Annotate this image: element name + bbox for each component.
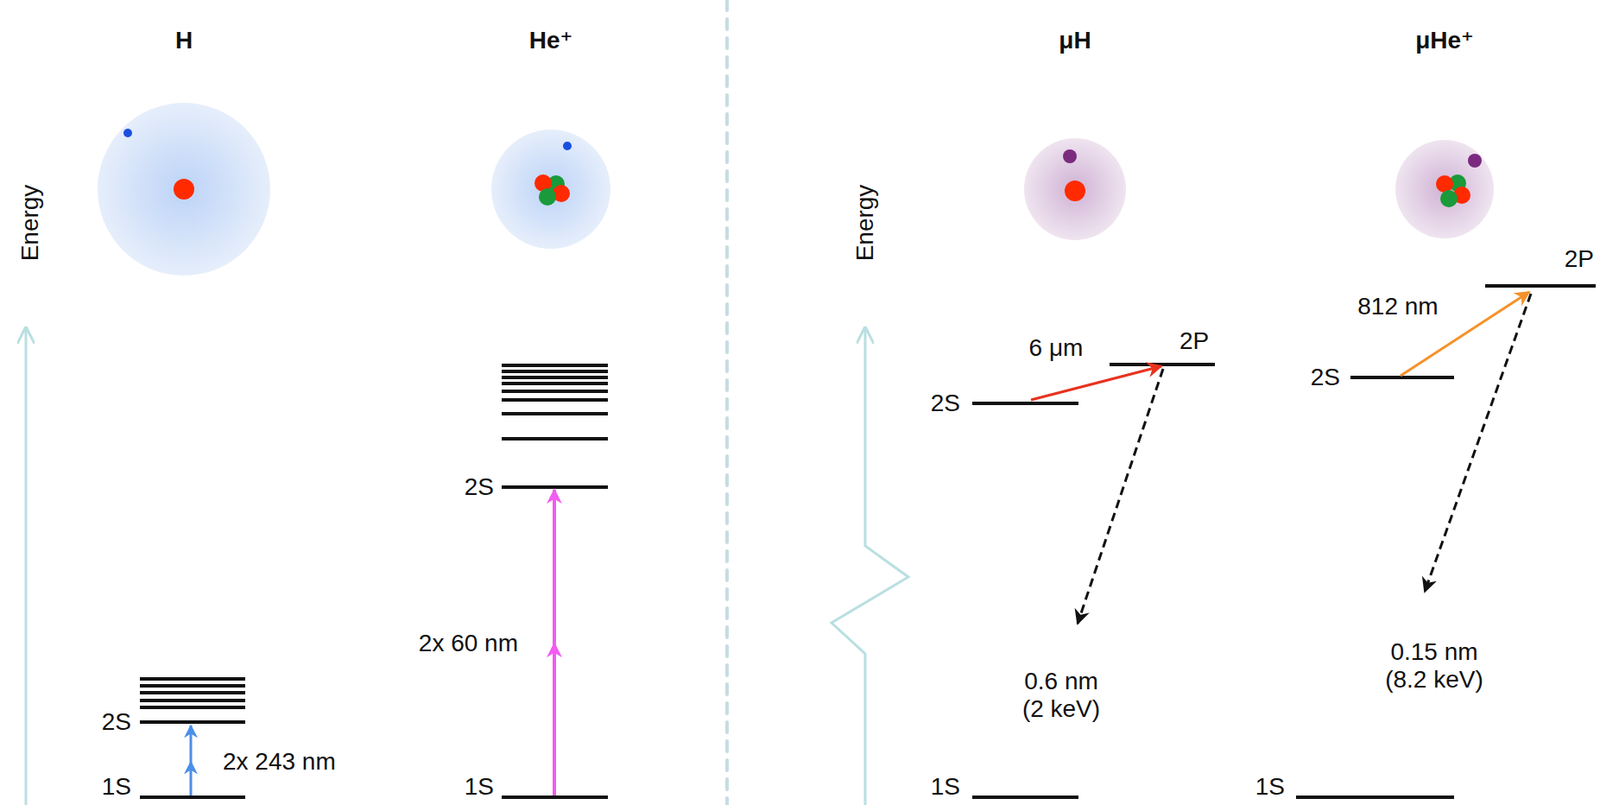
level-label: 2S xyxy=(464,473,494,501)
muon xyxy=(1467,153,1482,168)
level-label: 1S xyxy=(464,772,494,801)
energy-levels xyxy=(972,364,1215,797)
species-heading: He⁺ xyxy=(529,26,574,55)
level-2p xyxy=(1485,284,1596,288)
level-1s xyxy=(972,795,1079,799)
two-photon-arrow xyxy=(552,489,557,796)
wavelength-label: 812 nm xyxy=(1357,292,1438,321)
proton xyxy=(1064,180,1086,202)
level-high xyxy=(139,690,246,695)
axis-label: Energy xyxy=(851,184,880,262)
laser-transition-arrow xyxy=(1030,366,1162,400)
level-high xyxy=(501,363,608,367)
level-label: 1S xyxy=(101,772,132,801)
electron-cloud xyxy=(491,129,611,249)
level-label: 2S xyxy=(1310,363,1341,392)
level-label: 2P xyxy=(1564,245,1594,273)
level-high xyxy=(501,436,608,441)
level-2p xyxy=(1109,362,1215,367)
axis-label: Energy xyxy=(16,184,45,262)
level-1s xyxy=(501,795,608,799)
electron xyxy=(562,141,572,151)
neutron xyxy=(1440,189,1458,208)
level-label: 2S xyxy=(101,708,132,736)
xray-label: 0.6 nm (2 keV) xyxy=(1010,667,1113,723)
energy-levels xyxy=(1296,285,1596,797)
xray-label: 0.15 nm (8.2 keV) xyxy=(1374,638,1494,694)
level-high xyxy=(139,698,246,702)
neutron xyxy=(538,188,557,206)
level-high xyxy=(139,683,246,688)
muon-cloud xyxy=(1024,138,1126,241)
two-photon-arrow xyxy=(189,725,193,796)
level-high xyxy=(501,375,608,380)
electron-cloud xyxy=(97,102,271,276)
wavelength-label: 2x 243 nm xyxy=(222,747,336,776)
xray-decay-arrow xyxy=(1077,368,1164,624)
level-label: 1S xyxy=(1255,772,1285,801)
level-2s xyxy=(1350,375,1455,380)
wavelength-label: 6 μm xyxy=(1029,334,1084,362)
electron xyxy=(123,128,133,138)
proton xyxy=(1435,175,1454,193)
divider-line xyxy=(725,0,729,805)
energy-axis-broken xyxy=(831,328,909,805)
level-high xyxy=(501,381,608,386)
level-high xyxy=(501,389,608,393)
level-1s xyxy=(1296,795,1455,799)
energy-axis xyxy=(25,328,28,805)
level-high xyxy=(501,369,608,374)
level-high xyxy=(139,676,246,681)
level-1s xyxy=(139,795,246,799)
species-heading: μHe⁺ xyxy=(1415,26,1474,55)
species-heading: μH xyxy=(1058,26,1091,55)
energy-levels xyxy=(501,365,608,797)
level-2s xyxy=(972,401,1079,405)
level-label: 2P xyxy=(1179,327,1209,355)
wavelength-label: 2x 60 nm xyxy=(418,629,519,658)
level-high xyxy=(139,705,246,709)
muon-cloud xyxy=(1395,139,1494,239)
muon xyxy=(1062,149,1077,164)
level-label: 1S xyxy=(930,772,961,801)
energy-levels xyxy=(139,678,246,797)
level-label: 2S xyxy=(930,389,961,418)
level-2s xyxy=(139,720,246,724)
xray-decay-arrow xyxy=(1424,293,1531,592)
level-high xyxy=(501,398,608,402)
proton xyxy=(173,178,195,200)
level-high xyxy=(501,411,608,416)
level-2s xyxy=(501,485,608,489)
species-heading: H xyxy=(175,26,193,55)
